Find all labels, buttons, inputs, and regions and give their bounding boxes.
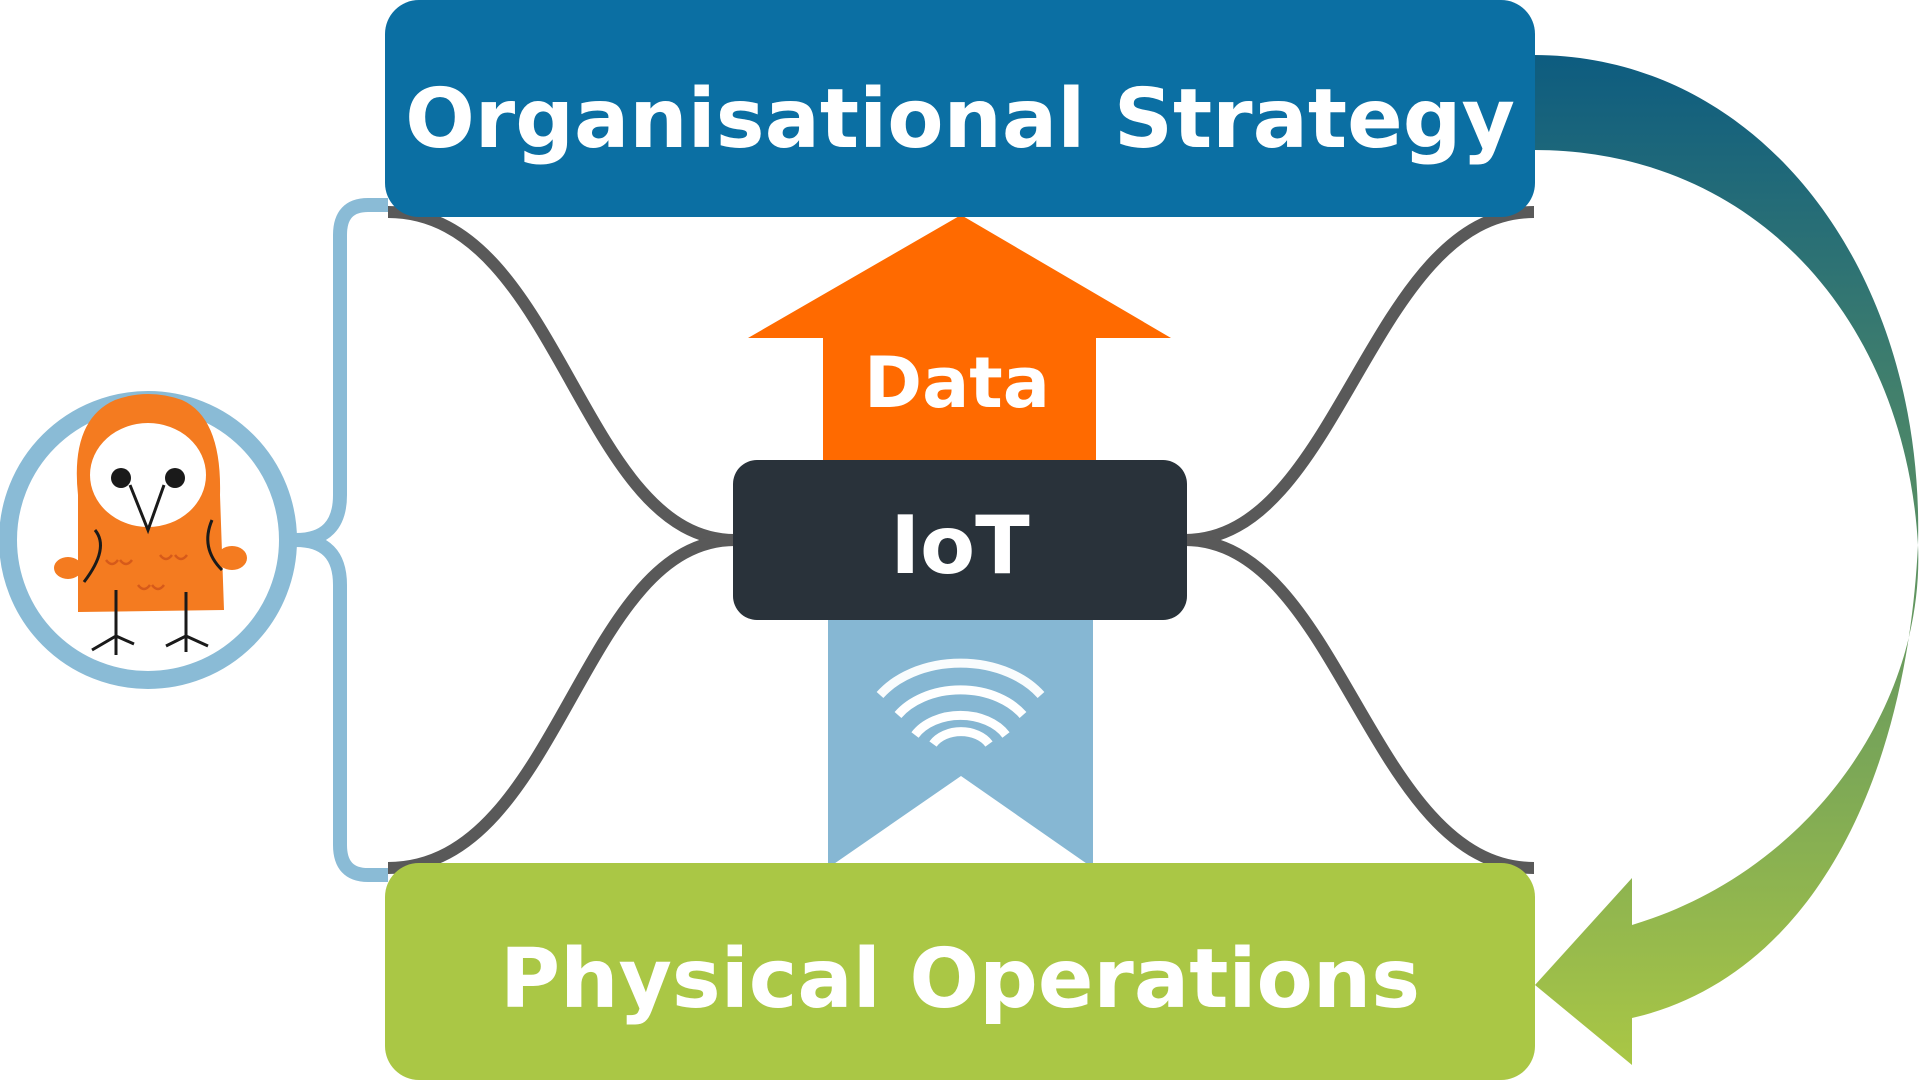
strategy-box-title: Organisational Strategy bbox=[405, 72, 1515, 167]
strategy-box: Organisational Strategy bbox=[385, 0, 1535, 217]
connector-strategy-to-iot-left bbox=[387, 206, 736, 546]
operations-box-title: Physical Operations bbox=[500, 932, 1420, 1027]
strategy-box-bg bbox=[385, 0, 1535, 217]
owl-badge bbox=[0, 391, 297, 689]
curved-feedback-arrow-icon bbox=[1534, 55, 1919, 1065]
connector-curves bbox=[387, 206, 1535, 874]
connector-operations-to-iot-right bbox=[1184, 534, 1535, 874]
data-arrow: Data bbox=[748, 215, 1171, 470]
operations-box-bg bbox=[385, 863, 1535, 1080]
operations-box: Physical Operations bbox=[385, 863, 1535, 1080]
owl-mascot-icon bbox=[54, 394, 247, 655]
iot-box: IoT bbox=[733, 460, 1187, 620]
signal-chevron bbox=[828, 600, 1093, 868]
connector-operations-to-iot-left bbox=[387, 534, 736, 874]
iot-box-bg bbox=[733, 460, 1187, 620]
data-arrow-shape bbox=[748, 215, 1171, 470]
connector-strategy-to-iot-right bbox=[1184, 206, 1535, 546]
owl-bracket-connector bbox=[295, 198, 388, 882]
wifi-signal-icon bbox=[876, 658, 1045, 747]
iot-box-label: IoT bbox=[890, 499, 1030, 592]
data-arrow-label: Data bbox=[864, 342, 1050, 424]
